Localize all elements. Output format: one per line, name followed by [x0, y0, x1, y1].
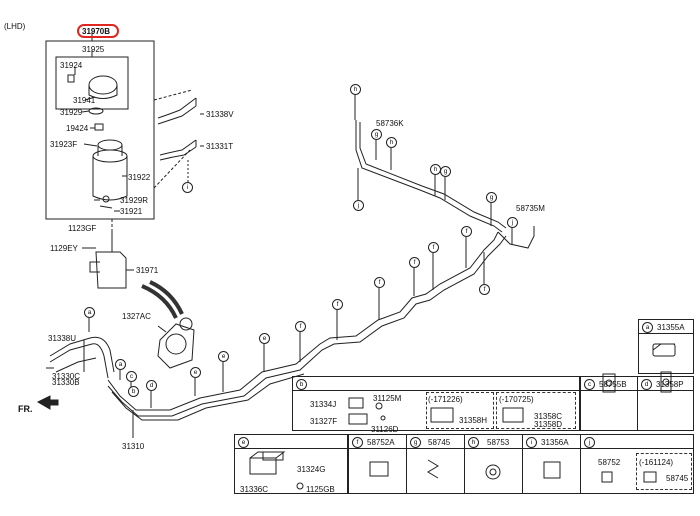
part-1123GF[interactable]: 1123GF: [68, 224, 97, 233]
part-31330B[interactable]: 31330B: [52, 378, 80, 387]
callout-g[interactable]: g: [440, 166, 451, 177]
part-31310[interactable]: 31310: [122, 442, 145, 451]
legend-table-b: [292, 376, 580, 431]
legend-key-g: g: [410, 437, 421, 448]
part-58755B[interactable]: 58755B: [599, 380, 627, 389]
part-31924[interactable]: 31924: [60, 61, 83, 70]
callout-f[interactable]: f: [461, 226, 472, 237]
callout-f[interactable]: f: [374, 277, 385, 288]
legend-key-h: h: [468, 437, 479, 448]
callout-f[interactable]: f: [479, 284, 490, 295]
callout-a[interactable]: a: [84, 307, 95, 318]
part-31338U[interactable]: 31338U: [48, 334, 77, 343]
legend-key-e: e: [238, 437, 249, 448]
callout-f[interactable]: f: [409, 257, 420, 268]
part-31125M[interactable]: 31125M: [373, 394, 402, 403]
legend-key-i: i: [526, 437, 537, 448]
part-31126D[interactable]: 31126D: [371, 425, 399, 434]
legend-key-j: j: [584, 437, 595, 448]
callout-i[interactable]: i: [182, 182, 193, 193]
part-58736K[interactable]: 58736K: [376, 119, 404, 128]
callout-g[interactable]: g: [486, 192, 497, 203]
callout-b[interactable]: b: [128, 386, 139, 397]
variant-box-2: [496, 392, 576, 429]
part-31923F[interactable]: 31923F: [50, 140, 78, 149]
callout-e[interactable]: e: [190, 367, 201, 378]
callout-f[interactable]: f: [295, 321, 306, 332]
part-31331T[interactable]: 31331T: [206, 142, 234, 151]
part-31921[interactable]: 31921: [120, 207, 143, 216]
legend-key-d: d: [641, 379, 652, 390]
date-170725: (-170725): [499, 395, 534, 404]
part-58753[interactable]: 58753: [487, 438, 510, 447]
part-1125GB[interactable]: 1125GB: [306, 485, 335, 494]
part-31971[interactable]: 31971: [136, 266, 159, 275]
part-31358D[interactable]: 31358D: [534, 420, 563, 429]
part-31925[interactable]: 31925: [82, 45, 105, 54]
part-31338V[interactable]: 31338V: [206, 110, 234, 119]
callout-f[interactable]: f: [428, 242, 439, 253]
part-58752A[interactable]: 58752A: [367, 438, 395, 447]
callout-g[interactable]: g: [371, 129, 382, 140]
callout-h[interactable]: h: [386, 137, 397, 148]
variant-box-j: [636, 453, 692, 490]
lhd-label: (LHD): [4, 22, 26, 31]
part-58752[interactable]: 58752: [598, 458, 621, 467]
highlight-ring: [77, 24, 119, 38]
legend-table-e: [234, 434, 348, 494]
part-31336C[interactable]: 31336C: [240, 485, 269, 494]
front-direction-label: FR.: [18, 404, 33, 414]
legend-key-b: b: [296, 379, 307, 390]
legend-key-a: a: [642, 322, 653, 333]
callout-c[interactable]: c: [126, 371, 137, 382]
callout-h[interactable]: h: [350, 84, 361, 95]
part-31355A[interactable]: 31355A: [657, 323, 685, 332]
legend-table-fghij: [348, 434, 694, 494]
callout-j[interactable]: j: [507, 217, 518, 228]
part-31334J[interactable]: 31334J: [310, 400, 337, 409]
part-31356A[interactable]: 31356A: [541, 438, 569, 447]
callout-a[interactable]: a: [115, 359, 126, 370]
date-171226: (-171226): [428, 395, 463, 404]
part-58745[interactable]: 58745: [428, 438, 451, 447]
legend-key-f: f: [352, 437, 363, 448]
part-1327AC[interactable]: 1327AC: [122, 312, 151, 321]
part-31324G[interactable]: 31324G: [297, 465, 326, 474]
part-31922[interactable]: 31922: [128, 173, 151, 182]
part-58745-j[interactable]: 58745: [666, 474, 689, 483]
part-31929R[interactable]: 31929R: [120, 196, 149, 205]
legend-key-c: c: [584, 379, 595, 390]
part-58735M[interactable]: 58735M: [516, 204, 545, 213]
part-31941[interactable]: 31941: [73, 96, 96, 105]
callout-f[interactable]: f: [332, 299, 343, 310]
part-19424[interactable]: 19424: [66, 124, 89, 133]
callout-j[interactable]: j: [353, 200, 364, 211]
date-161124: (-161124): [639, 458, 674, 467]
callout-e[interactable]: e: [259, 333, 270, 344]
part-31330C[interactable]: 31330C: [52, 372, 81, 381]
part-31929[interactable]: 31929: [60, 108, 83, 117]
part-31358P[interactable]: 31358P: [656, 380, 684, 389]
part-31358C[interactable]: 31358C: [534, 412, 563, 421]
main-part-number[interactable]: 31970B: [82, 27, 111, 36]
part-31327F[interactable]: 31327F: [310, 417, 338, 426]
legend-cell-a: [638, 319, 694, 374]
part-31358H[interactable]: 31358H: [459, 416, 488, 425]
callout-d[interactable]: d: [146, 380, 157, 391]
part-1129EY[interactable]: 1129EY: [50, 244, 78, 253]
callout-e[interactable]: e: [218, 351, 229, 362]
variant-box-1: [426, 392, 494, 429]
